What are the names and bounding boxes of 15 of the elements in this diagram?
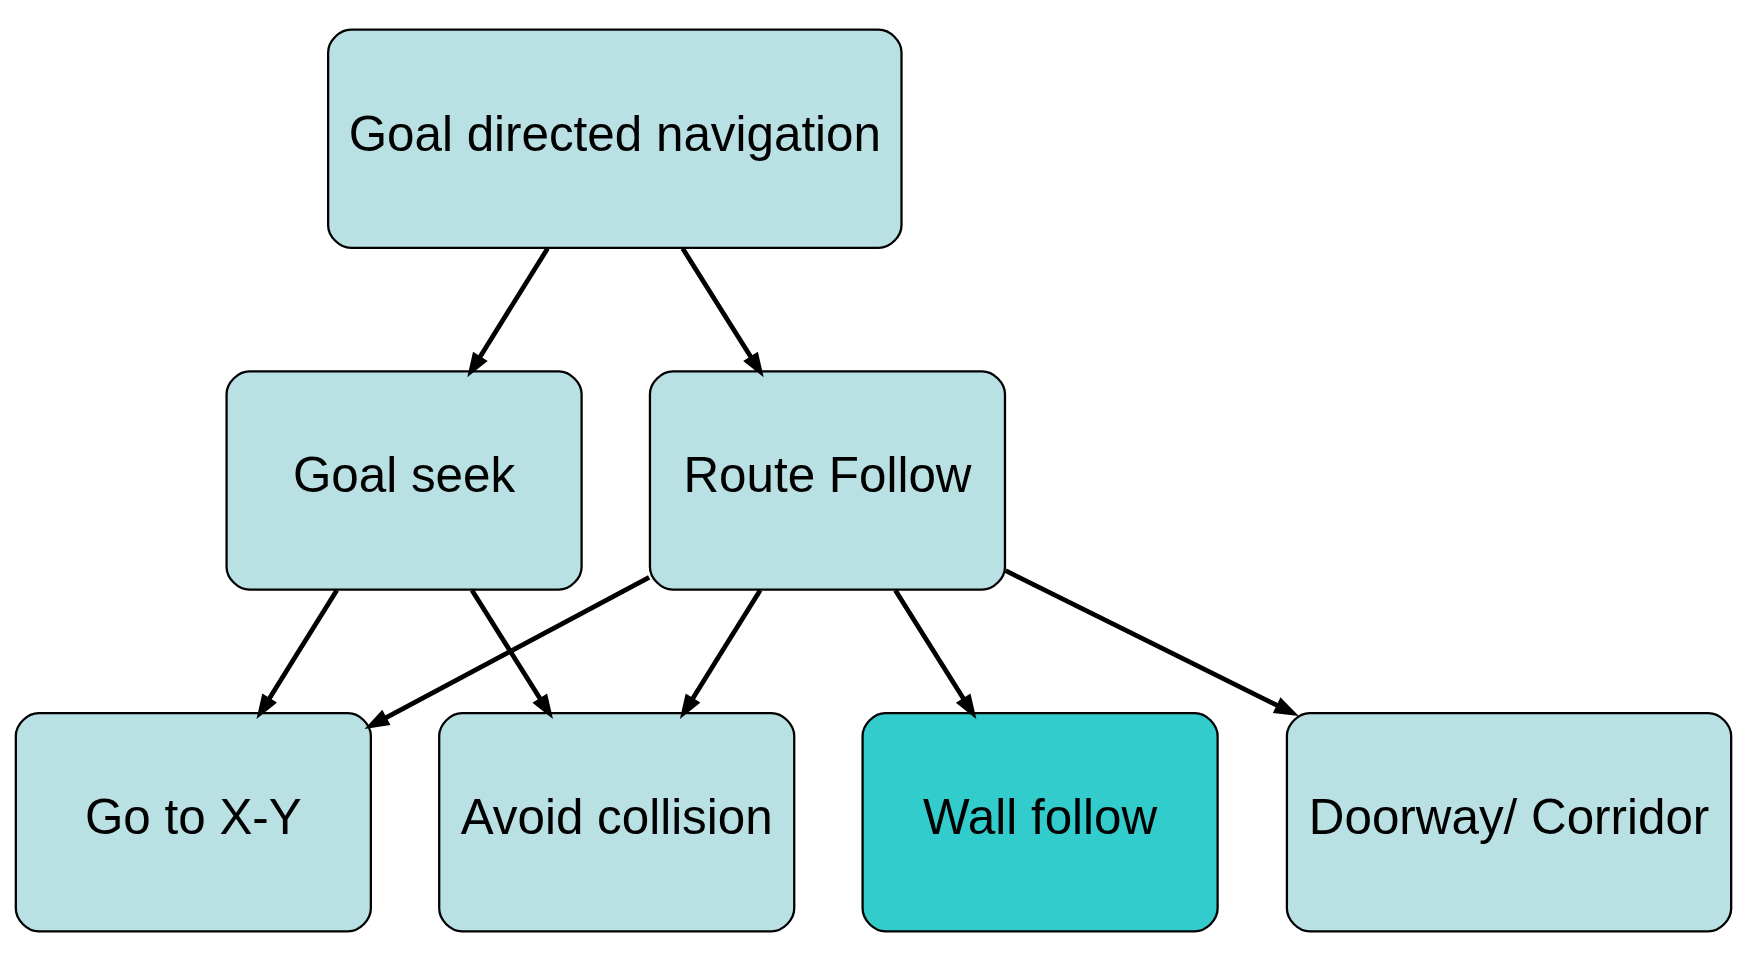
arrow bbox=[467, 246, 550, 377]
node-box: Avoid collision bbox=[438, 711, 796, 933]
node-box: Wall follow bbox=[861, 711, 1219, 933]
node-box: Goal seek bbox=[225, 369, 583, 591]
node-box: Route Follow bbox=[648, 369, 1007, 591]
node-box: Goal directed navigation bbox=[327, 27, 903, 249]
arrow bbox=[469, 588, 553, 719]
arrow bbox=[364, 574, 651, 729]
node-box: Go to X-Y bbox=[14, 711, 372, 933]
arrow bbox=[679, 588, 763, 719]
arrow bbox=[680, 246, 764, 377]
node-box: Doorway/ Corridor bbox=[1285, 711, 1733, 933]
arrow bbox=[1004, 568, 1299, 716]
arrow bbox=[256, 588, 339, 719]
arrow bbox=[893, 588, 977, 719]
